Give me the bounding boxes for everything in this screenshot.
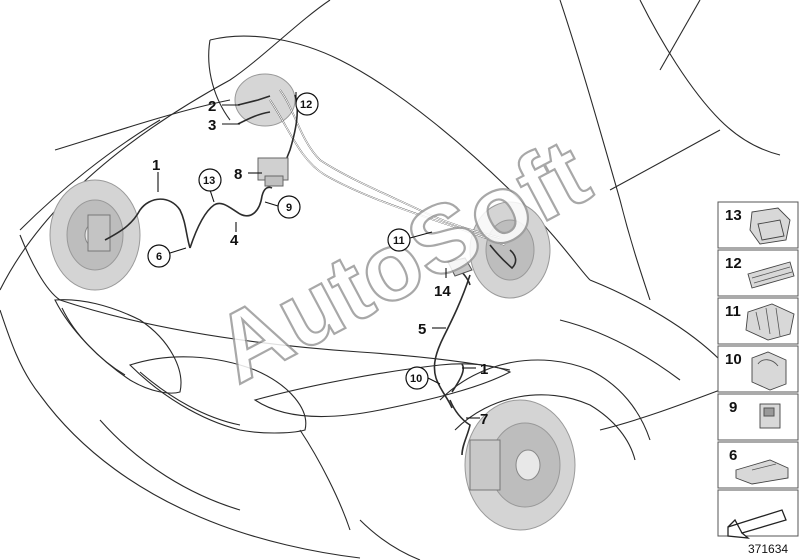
valve-block-part-8: [257, 157, 289, 187]
callout-14: 14: [434, 268, 451, 300]
svg-text:10: 10: [725, 351, 742, 368]
clip-9-icon: [759, 403, 781, 429]
svg-text:3: 3: [208, 117, 216, 134]
svg-text:6: 6: [729, 447, 737, 464]
side-panel-item-arrow: [717, 489, 799, 539]
side-panel-item-9: 9: [717, 393, 799, 441]
callout-7: 7: [466, 411, 488, 428]
callout-5: 5: [418, 321, 446, 338]
clip-12-icon: [747, 261, 795, 289]
side-panel-item-10: 10: [717, 345, 799, 393]
brake-disc-rear: [464, 399, 576, 531]
svg-text:6: 6: [156, 251, 162, 263]
brake-caliper-front-left: [87, 214, 111, 252]
clip-10-icon: [751, 351, 787, 391]
callout-11: 11: [387, 228, 433, 252]
side-panel-item-12: 12: [717, 249, 799, 297]
svg-text:12: 12: [725, 255, 742, 272]
svg-text:5: 5: [418, 321, 426, 338]
svg-text:13: 13: [203, 175, 215, 187]
svg-text:9: 9: [729, 399, 737, 416]
svg-text:4: 4: [230, 232, 239, 249]
brake-booster: [234, 73, 296, 127]
side-panel-item-13: 13: [717, 201, 799, 249]
clip-part-14: [447, 257, 473, 277]
brake-pipes: [104, 89, 517, 456]
svg-text:7: 7: [480, 411, 488, 428]
svg-text:1: 1: [480, 361, 488, 378]
svg-text:9: 9: [286, 202, 292, 214]
side-panel: 13 12 11 10: [717, 201, 799, 539]
car-body-outline: [0, 0, 781, 560]
callout-4: 4: [230, 222, 239, 249]
clip-13-icon: [749, 207, 791, 245]
bracket-6-icon: [735, 459, 789, 485]
svg-text:12: 12: [300, 99, 312, 111]
callout-8: 8: [234, 166, 262, 183]
callout-9: 9: [264, 195, 301, 219]
callout-1-rear: 1: [462, 361, 488, 378]
svg-text:13: 13: [725, 207, 742, 224]
callout-13: 13: [198, 168, 222, 203]
side-panel-item-11: 11: [717, 297, 799, 345]
callout-2: 2: [208, 98, 240, 115]
callout-12: 12: [295, 92, 319, 116]
svg-text:10: 10: [410, 373, 422, 385]
callout-1-front-left: 1: [152, 157, 160, 192]
svg-text:14: 14: [434, 283, 451, 300]
callout-10: 10: [405, 366, 441, 390]
svg-text:2: 2: [208, 98, 216, 115]
callout-6: 6: [147, 244, 187, 268]
svg-text:371634: 371634: [748, 542, 788, 556]
svg-text:1: 1: [152, 157, 160, 174]
arrow-icon: [727, 509, 787, 539]
side-panel-item-6: 6: [717, 441, 799, 489]
reference-number: 371634: [748, 542, 788, 556]
svg-text:11: 11: [393, 235, 405, 247]
clip-11-icon: [745, 303, 795, 341]
svg-text:8: 8: [234, 166, 242, 183]
callout-3: 3: [208, 117, 240, 134]
svg-text:11: 11: [725, 303, 741, 320]
